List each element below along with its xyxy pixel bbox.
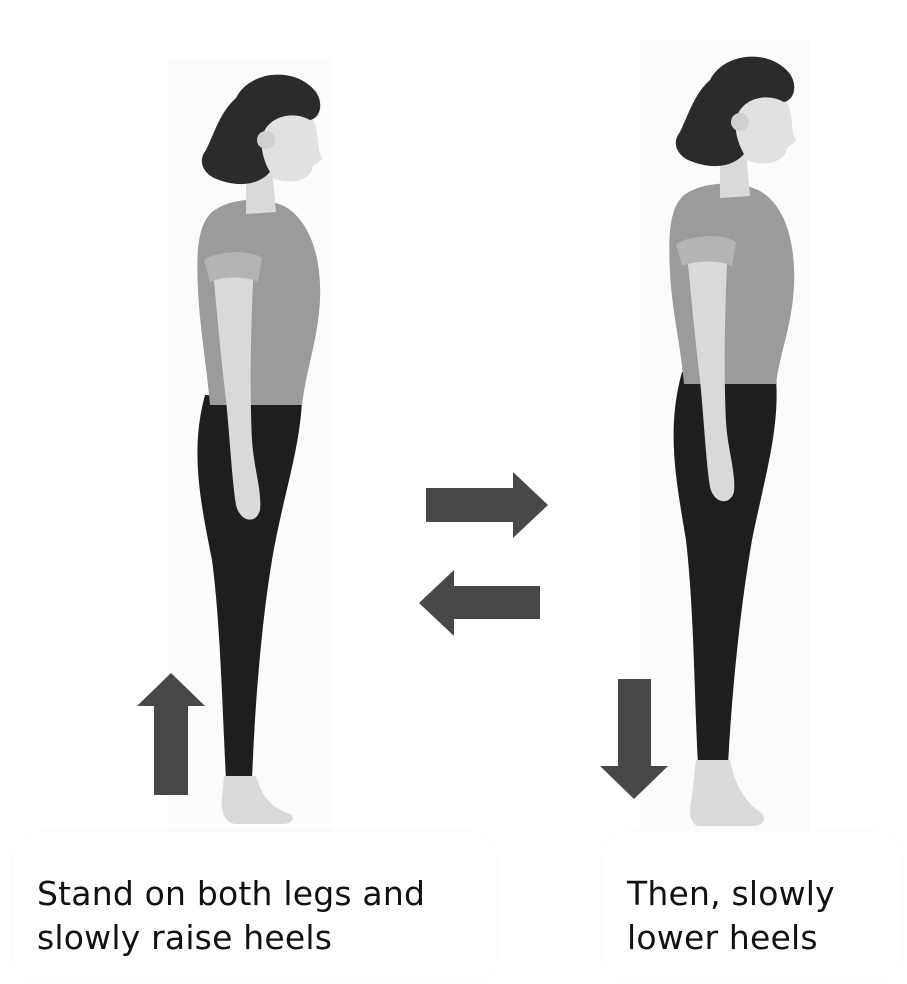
left-ear	[257, 131, 275, 149]
left-arrow-icon	[419, 570, 540, 636]
left-caption-line-1: Stand on both legs and	[37, 874, 425, 914]
right-caption-line-2: lower heels	[627, 918, 818, 958]
left-shirt	[197, 200, 320, 405]
right-ear	[731, 113, 749, 131]
right-shirt	[669, 184, 794, 384]
right-arrow-icon	[426, 472, 548, 538]
right-sleeve	[676, 236, 736, 266]
left-caption-line-2: slowly raise heels	[37, 918, 332, 958]
right-caption-line-1: Then, slowly	[627, 874, 835, 914]
